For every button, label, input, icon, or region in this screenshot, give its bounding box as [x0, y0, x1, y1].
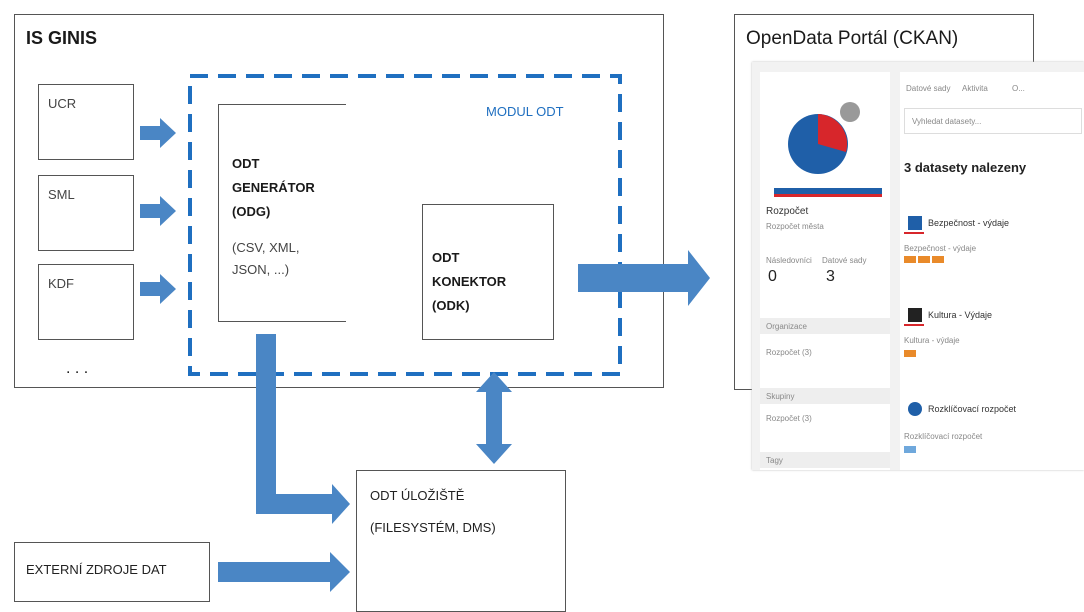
- ckan-org-logo: [774, 102, 882, 197]
- external-sources-box: [14, 542, 210, 602]
- dataset-1-badge-1: [904, 256, 916, 263]
- ckan-facet-item-1[interactable]: Rozpočet (3): [766, 348, 812, 357]
- storage-line2: (FILESYSTÉM, DMS): [370, 520, 496, 535]
- arrow-connector-to-portal: [578, 250, 710, 306]
- dataset-1-title[interactable]: Bezpečnost - výdaje: [928, 218, 1010, 228]
- source-box-kdf: [38, 264, 134, 340]
- sources-ellipsis: . . .: [66, 360, 89, 377]
- storage-box: [356, 470, 566, 612]
- source-label-kdf: KDF: [48, 276, 74, 291]
- source-label-ucr: UCR: [48, 96, 77, 111]
- ckan-facet-organizace-label: Organizace: [766, 322, 807, 331]
- ckan-search-placeholder: Vyhledat datasety...: [912, 117, 982, 126]
- ckan-org-sub: Rozpočet města: [766, 222, 824, 231]
- dataset-3-badge: [904, 446, 916, 453]
- external-sources-label: EXTERNÍ ZDROJE DAT: [26, 562, 167, 577]
- dataset-1-badge-2: [918, 256, 930, 263]
- dataset-3-sub: Rozklíčovací rozpočet: [904, 432, 983, 441]
- dataset-2-underline: [904, 324, 924, 326]
- ckan-followers-value: 0: [768, 268, 777, 285]
- dataset-1-badge-3: [932, 256, 944, 263]
- arrow-ucr-to-generator: [140, 118, 176, 148]
- ckan-facet-tagy[interactable]: [760, 452, 890, 468]
- generator-formats1: (CSV, XML,: [232, 240, 300, 255]
- generator-line1: ODT: [232, 156, 260, 171]
- storage-line1: ODT ÚLOŽIŠTĚ: [370, 488, 465, 503]
- portal-title: OpenData Portál (CKAN): [746, 28, 959, 49]
- ckan-sidebar: Rozpočet Rozpočet města Následovníci 0 D…: [760, 72, 890, 470]
- dataset-2-sub: Kultura - výdaje: [904, 336, 960, 345]
- arrow-sml-to-generator: [140, 196, 176, 226]
- ckan-facet-item-2[interactable]: Rozpočet (3): [766, 414, 812, 423]
- dataset-2-title[interactable]: Kultura - Výdaje: [928, 310, 993, 320]
- ckan-facet-skupiny[interactable]: [760, 388, 890, 404]
- arrow-kdf-to-generator: [140, 274, 176, 304]
- dataset-2-badge: [904, 350, 916, 357]
- dataset-3-title[interactable]: Rozklíčovací rozpočet: [928, 404, 1017, 414]
- ckan-tab-datasets[interactable]: Datové sady: [906, 84, 951, 93]
- ckan-facet-skupiny-label: Skupiny: [766, 392, 795, 401]
- connector-line3: (ODK): [432, 298, 470, 313]
- module-odt-label: MODUL ODT: [486, 104, 564, 119]
- source-box-ucr: [38, 84, 134, 160]
- ckan-screenshot: Rozpočet Rozpočet města Následovníci 0 D…: [752, 62, 1084, 470]
- dataset-1-underline: [904, 232, 924, 234]
- ckan-datasets-label: Datové sady: [822, 256, 867, 265]
- ckan-search-input[interactable]: [904, 108, 1082, 134]
- dataset-2-icon: [908, 308, 922, 322]
- dataset-1-icon: [908, 216, 922, 230]
- generator-formats2: JSON, ...): [232, 262, 290, 277]
- connector-box: [422, 204, 554, 340]
- ckan-followers-label: Následovníci: [766, 256, 812, 265]
- arrow-generator-to-storage: [256, 334, 350, 524]
- ckan-datasets-value: 3: [826, 268, 835, 285]
- generator-box: [218, 104, 346, 322]
- connector-line2: KONEKTOR: [432, 274, 507, 289]
- dataset-3-icon: [908, 402, 922, 416]
- generator-line2: GENERÁTOR: [232, 180, 315, 195]
- ckan-facet-organizace[interactable]: [760, 318, 890, 334]
- source-box-sml: [38, 175, 134, 251]
- generator-line3: (ODG): [232, 204, 271, 219]
- ckan-tab-activity[interactable]: Aktivita: [962, 84, 988, 93]
- is-ginis-title: IS GINIS: [26, 28, 98, 48]
- ckan-main: Datové sady Aktivita O... Vyhledat datas…: [900, 72, 1084, 470]
- dataset-1-sub: Bezpečnost - výdaje: [904, 244, 977, 253]
- arrow-connector-storage-bidirectional: [476, 372, 512, 464]
- arrow-external-to-storage: [218, 552, 350, 592]
- ckan-tab-about[interactable]: O...: [1012, 84, 1025, 93]
- source-label-sml: SML: [48, 187, 75, 202]
- ckan-facet-tagy-label: Tagy: [766, 456, 783, 465]
- ckan-found-count: 3 datasety nalezeny: [904, 160, 1027, 175]
- ckan-org-name: Rozpočet: [766, 206, 809, 217]
- connector-line1: ODT: [432, 250, 460, 265]
